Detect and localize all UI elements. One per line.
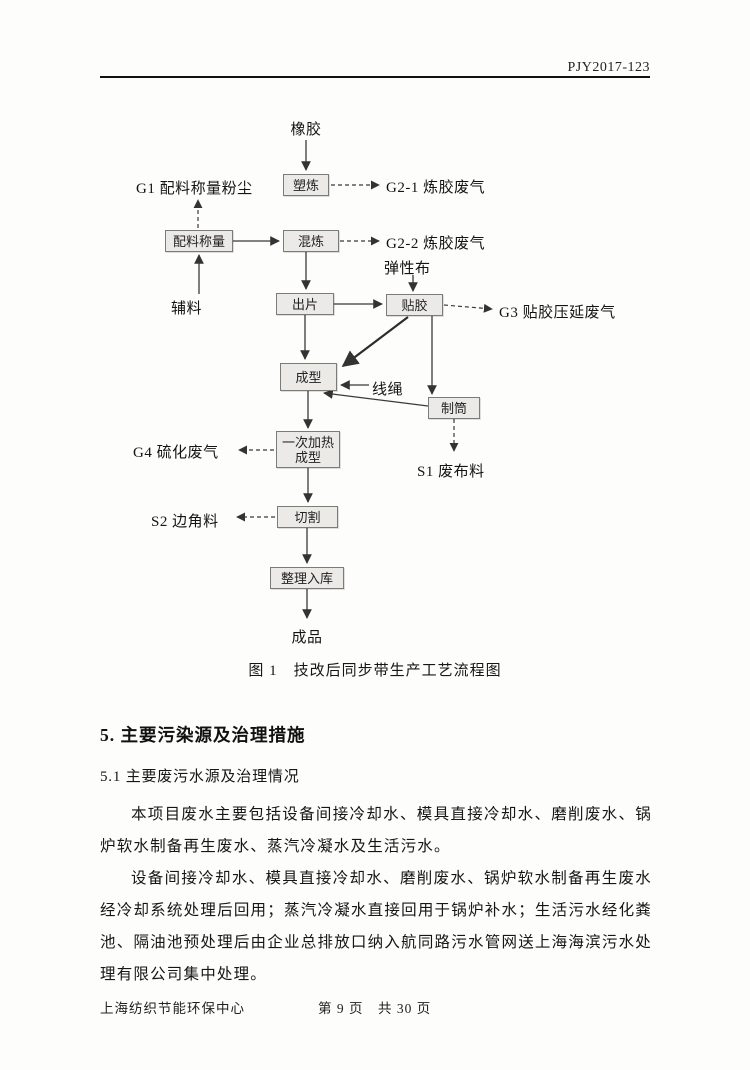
section-subheading: 5.1 主要废污水源及治理情况: [100, 769, 300, 785]
flow-label-g4-gas: G4 硫化废气: [133, 445, 219, 461]
flow-node-cutting: 切割: [277, 506, 338, 528]
section-pollution: 5. 主要污染源及治理措施 5.1 主要废污水源及治理情况 本项目废水主要包括设…: [100, 722, 652, 991]
flow-node-warehousing: 整理入库: [270, 567, 344, 589]
flow-node-tube-making: 制筒: [428, 397, 480, 419]
flow-label-product: 成品: [291, 630, 323, 646]
flowchart-arrows: [193, 140, 493, 619]
paragraph-wastewater-sources: 本项目废水主要包括设备间接冷却水、模具直接冷却水、磨削废水、锅炉软水制备再生废水…: [100, 806, 652, 855]
footer-page-number: 第 9 页 共 30 页: [318, 1001, 432, 1016]
flow-label-rubber: 橡胶: [290, 122, 322, 138]
flow-label-s2-waste: S2 边角料: [151, 514, 219, 530]
flow-label-auxiliary: 辅料: [171, 301, 203, 317]
flow-label-g2-2-gas: G2-2 炼胶废气: [386, 236, 486, 252]
flow-label-s1-waste: S1 废布料: [417, 464, 485, 480]
flow-label-g3-gas: G3 贴胶压延废气: [499, 305, 616, 321]
flow-node-forming: 成型: [280, 363, 337, 391]
footer-organization: 上海纺织节能环保中心: [100, 1001, 245, 1016]
header-rule: [100, 76, 650, 78]
flow-node-mixing: 混炼: [283, 230, 339, 252]
process-flowchart: 塑炼 配料称量 混炼 出片 贴胶 成型 制筒 一次加热成型 切割 整理入库 橡胶…: [133, 122, 616, 679]
flow-label-thread-rope: 线绳: [372, 382, 404, 398]
section-heading: 5. 主要污染源及治理措施: [100, 725, 306, 745]
flow-node-rubberizing: 贴胶: [386, 294, 443, 316]
flow-node-sheeting: 出片: [276, 293, 334, 315]
flow-label-g2-1-gas: G2-1 炼胶废气: [386, 180, 486, 196]
flow-node-batching: 配料称量: [165, 230, 233, 252]
flow-node-heat-forming: 一次加热成型: [276, 431, 340, 468]
figure-caption: 图 1 技改后同步带生产工艺流程图: [248, 663, 502, 679]
flow-node-plasticating: 塑炼: [283, 174, 329, 196]
doc-number: PJY2017-123: [567, 60, 650, 75]
flow-label-g1-dust: G1 配料称量粉尘: [136, 181, 253, 197]
paragraph-wastewater-treatment: 设备间接冷却水、模具直接冷却水、磨削废水、锅炉软水制备再生废水经冷却系统处理后回…: [100, 870, 652, 983]
flow-label-elastic-cloth: 弹性布: [384, 261, 431, 277]
